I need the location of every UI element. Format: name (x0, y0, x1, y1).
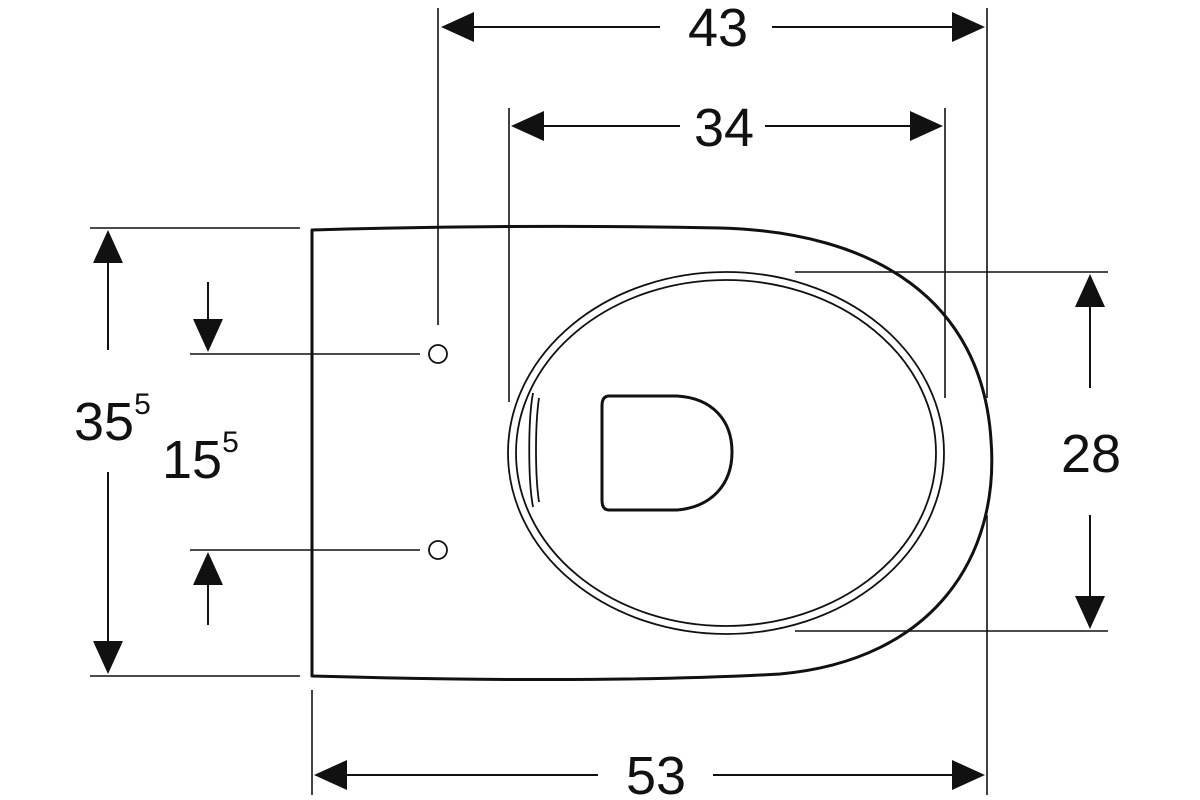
dimension-355: 355 (74, 230, 151, 674)
dimension-355-main: 35 (74, 392, 134, 452)
dimension-28-label: 28 (1061, 424, 1121, 484)
dimension-43-label: 43 (688, 0, 748, 58)
drain-opening (600, 394, 734, 512)
dimension-43: 43 (441, 0, 985, 58)
dimension-155-label: 155 (162, 426, 239, 490)
dimension-355-sup: 5 (134, 388, 151, 421)
dimension-53: 53 (314, 746, 985, 800)
bowl-rim-inner (515, 279, 937, 627)
mounting-hole-bottom (428, 540, 448, 560)
dimension-28: 28 (1061, 274, 1121, 629)
bowl-rim-outer (507, 271, 945, 635)
bowl-rim-notch (528, 392, 534, 508)
dimension-155-main: 15 (162, 430, 222, 490)
dimension-155-sup: 5 (222, 426, 239, 459)
toilet-body-outline (310, 224, 994, 682)
mounting-hole-top (428, 344, 448, 364)
dimension-355-label: 355 (74, 388, 151, 452)
dimension-53-label: 53 (626, 746, 686, 800)
dimension-34-label: 34 (694, 98, 754, 158)
bowl-rim-notch-inner (535, 397, 540, 503)
dimension-155: 155 (162, 282, 239, 625)
dimension-34: 34 (511, 98, 943, 158)
